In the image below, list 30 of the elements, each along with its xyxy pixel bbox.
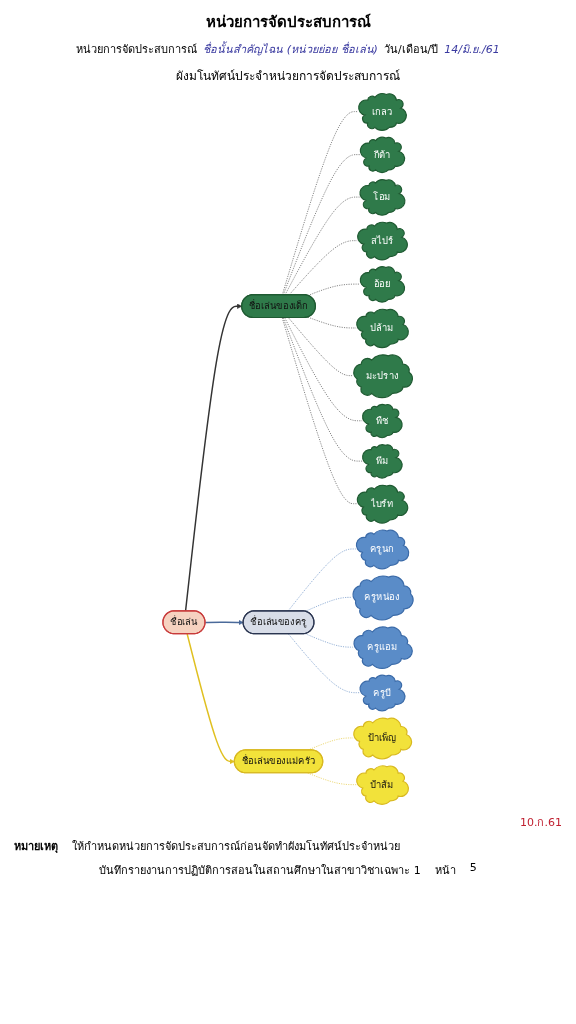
connector <box>304 633 354 648</box>
arrow <box>186 633 235 765</box>
connector <box>307 772 357 785</box>
connector <box>284 196 360 296</box>
connector <box>288 317 354 376</box>
handwritten-entry: ชื่อนั้นสำคัญไฉน (หน่วยย่อย ชื่อเล่น) <box>203 40 378 58</box>
handwritten-date: 10.ก.61 <box>519 815 562 831</box>
page-number: 5 <box>469 861 477 876</box>
connector <box>281 111 359 296</box>
diagram-caption: ผังมโนทัศน์ประจำหน่วยการจัดประสบการณ์ <box>175 68 401 85</box>
connector <box>282 317 363 462</box>
handwritten-date: 14/มิ.ย./61 <box>444 42 500 58</box>
field-label: วัน/เดือน/ปี <box>383 42 439 58</box>
connector <box>284 317 363 422</box>
connector <box>307 316 357 329</box>
connector <box>304 597 353 612</box>
connector <box>281 317 358 504</box>
note-text: ให้กำหนดหน่วยการจัดประสบการณ์ก่อนจัดทำผังมโนทัศน์ประจำหน่วย <box>72 839 400 855</box>
connector <box>282 154 361 296</box>
connector <box>307 283 361 296</box>
page-label: หน้า <box>434 863 456 879</box>
note-heading: หมายเหตุ <box>14 839 58 855</box>
connector <box>288 633 360 693</box>
connector <box>287 548 357 612</box>
field-label: หน่วยการจัดประสบการณ์ <box>76 42 198 58</box>
arrow <box>204 619 244 626</box>
page-title: หน่วยการจัดประสบการณ์ <box>204 12 372 33</box>
connector <box>288 240 358 296</box>
arrow <box>184 303 243 612</box>
footer-text: บันทึกรายงานการปฏิบัติการสอนในสถานศึกษาในสาขาวิชาเฉพาะ 1 <box>99 863 421 879</box>
